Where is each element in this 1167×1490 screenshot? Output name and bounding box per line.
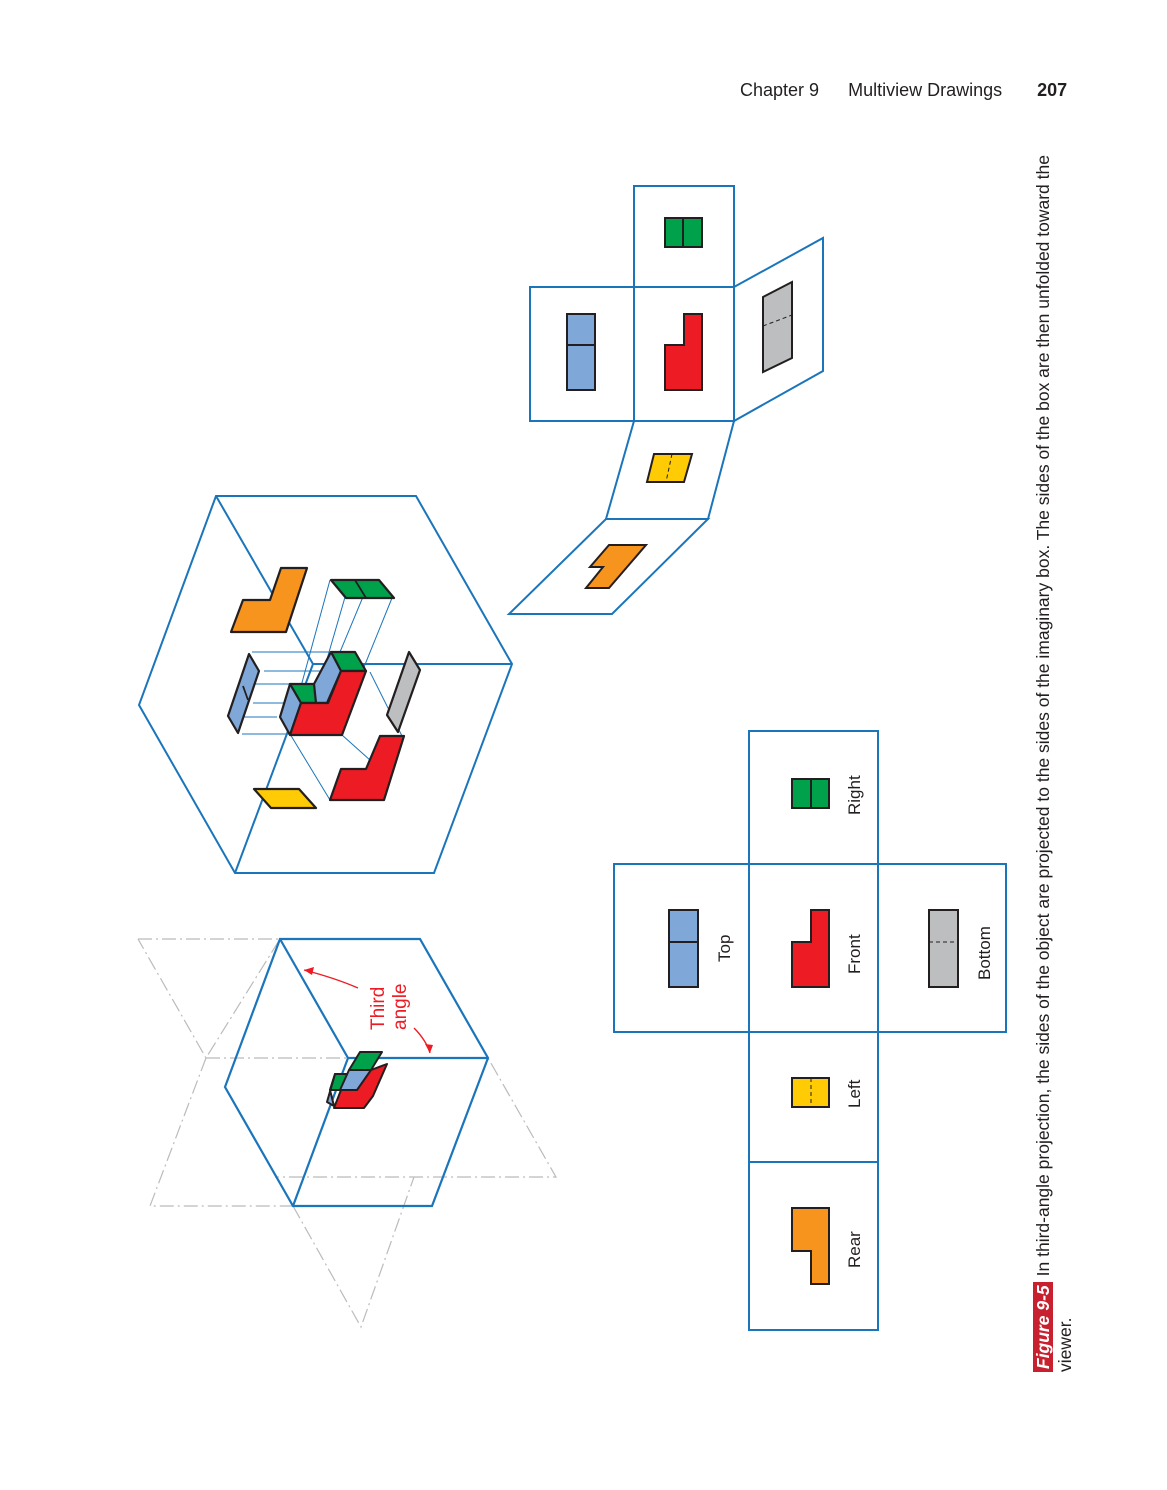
arrow-head-icon bbox=[304, 967, 314, 975]
unfolded-views-layout: Top Front Bottom Right Left Rear bbox=[613, 730, 1007, 1331]
caption-text: In third-angle projection, the sides of … bbox=[1033, 155, 1075, 1372]
top-projection bbox=[226, 652, 261, 735]
bottom-projection bbox=[385, 650, 422, 734]
annotation-angle: angle bbox=[390, 984, 411, 1031]
page-number: 207 bbox=[1037, 80, 1068, 100]
label-front: Front bbox=[845, 934, 864, 974]
projected-views bbox=[226, 566, 422, 810]
figure-label: Figure 9-5 bbox=[1033, 1282, 1053, 1372]
third-angle-diagram: Third angle bbox=[137, 937, 558, 1329]
label-bottom: Bottom bbox=[975, 926, 994, 980]
label-right: Right bbox=[845, 775, 864, 815]
rear-projection bbox=[229, 566, 309, 634]
figure-caption: Figure 9-5In third-angle projection, the… bbox=[1032, 142, 1076, 1372]
projection-box-diagram bbox=[137, 495, 514, 874]
label-left: Left bbox=[845, 1079, 864, 1108]
top-view bbox=[668, 909, 699, 988]
orthographic-views bbox=[668, 778, 959, 1285]
object-isometric-small bbox=[326, 1051, 388, 1109]
running-header: Chapter 9 Multiview Drawings 207 bbox=[740, 80, 1067, 101]
chapter-number: Chapter 9 bbox=[740, 80, 820, 100]
annotation-arrows bbox=[303, 969, 431, 1054]
view-frames bbox=[613, 730, 1007, 1331]
imaginary-box bbox=[223, 937, 490, 1208]
left-projection bbox=[252, 787, 318, 810]
unfolding-views bbox=[566, 217, 793, 589]
chapter-title: Multiview Drawings bbox=[848, 80, 1003, 100]
right-projection bbox=[329, 578, 396, 600]
front-projection bbox=[328, 734, 406, 802]
arrow-head-icon bbox=[425, 1044, 433, 1053]
unfolding-panels bbox=[506, 185, 824, 615]
annotation-third: Third bbox=[368, 987, 389, 1030]
front-view bbox=[791, 909, 830, 988]
rear-view bbox=[791, 1207, 830, 1285]
bottom-view bbox=[928, 909, 959, 988]
label-rear: Rear bbox=[845, 1231, 864, 1268]
unfolding-box-diagram bbox=[506, 185, 824, 615]
label-top: Top bbox=[715, 935, 734, 962]
projection-planes bbox=[137, 938, 558, 1329]
